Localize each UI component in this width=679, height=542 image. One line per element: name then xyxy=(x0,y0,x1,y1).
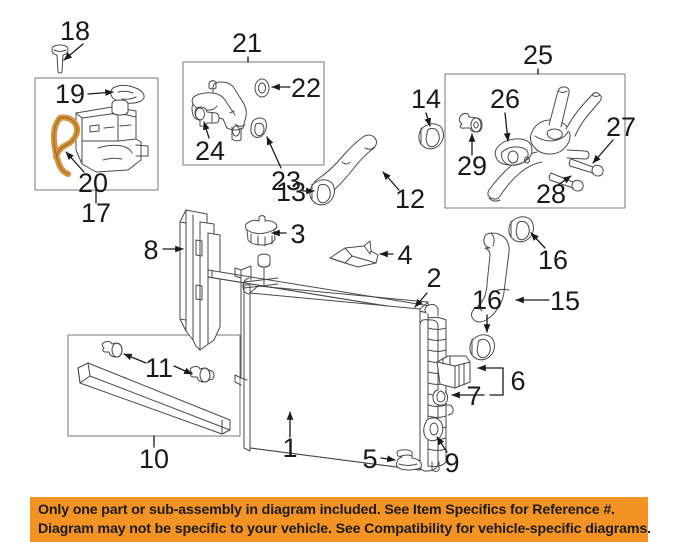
leader-5 xyxy=(380,455,396,463)
callout-26: 26 xyxy=(490,84,520,114)
part-11-retainer-shape-a xyxy=(101,340,123,358)
leader-20 xyxy=(65,151,85,173)
part-17-reservoir-body xyxy=(75,99,149,173)
part-4-bracket-shape xyxy=(329,240,379,268)
callout-9: 9 xyxy=(444,448,459,478)
leader-23 xyxy=(266,136,282,169)
callout-11: 11 xyxy=(145,353,173,383)
callout-8: 8 xyxy=(143,235,158,265)
part-9-grommet-shape xyxy=(423,417,444,442)
leader-16a xyxy=(530,232,546,249)
callout-20: 20 xyxy=(78,168,108,198)
part-7-clip-shape xyxy=(432,389,449,406)
part-25-thermostat-housing-shape xyxy=(458,86,604,202)
leader-18 xyxy=(63,43,84,61)
leader-2 xyxy=(414,292,428,308)
leader-24 xyxy=(203,121,210,139)
part-16-clamp-shape-a xyxy=(508,216,534,243)
part-6-sensor-shape xyxy=(436,355,471,389)
part-3-radiator-cap-shape xyxy=(244,215,278,247)
callout-22: 22 xyxy=(291,73,321,103)
part-16-clamp-shape-b xyxy=(469,334,495,361)
callout-14: 14 xyxy=(411,84,441,114)
part-13-clamp-shape xyxy=(309,179,335,206)
part-20-highlighted-hose xyxy=(50,114,81,177)
callout-23: 23 xyxy=(271,166,301,196)
leader-11 xyxy=(123,353,147,364)
part-21-water-outlet-shape xyxy=(191,78,270,142)
disclaimer-line-2: Diagram may not be specific to your vehi… xyxy=(38,521,651,537)
callout-17: 17 xyxy=(81,198,111,228)
callout-4: 4 xyxy=(397,240,412,270)
leader-9 xyxy=(436,436,448,453)
part-1-radiator-shape xyxy=(234,253,454,472)
callout-24: 24 xyxy=(195,136,225,166)
callout-12: 12 xyxy=(395,184,425,214)
callout-7: 7 xyxy=(466,381,481,411)
leader-28 xyxy=(557,175,572,186)
callout-3: 3 xyxy=(290,219,305,249)
callout-29: 29 xyxy=(457,151,487,181)
leader-11b xyxy=(173,365,193,375)
callout-13: 13 xyxy=(276,177,306,207)
callout-27: 27 xyxy=(606,112,636,142)
callout-10: 10 xyxy=(139,444,169,474)
callout-28: 28 xyxy=(536,179,566,209)
part-10-air-deflector-shape xyxy=(77,362,231,435)
disclaimer-line-1: Only one part or sub-assembly in diagram… xyxy=(38,502,615,518)
leader-6 xyxy=(477,364,504,382)
part-14-clamp-shape xyxy=(418,123,444,150)
part-15-lower-hose-shape xyxy=(471,232,510,323)
callout-labels: 18 19 20 17 21 22 23 24 25 26 27 28 29 1… xyxy=(55,16,636,478)
leader-6b xyxy=(489,380,504,396)
callout-16a: 16 xyxy=(538,245,568,275)
leader-14 xyxy=(424,112,431,127)
leader-19 xyxy=(87,89,114,96)
callout-19: 19 xyxy=(55,79,85,109)
part-11-retainer-shape-b xyxy=(189,365,215,383)
callout-16b: 16 xyxy=(472,285,502,315)
callout-21: 21 xyxy=(232,28,262,58)
part-19-cap-shape xyxy=(110,84,145,104)
part-5-insulator-shape xyxy=(396,449,422,471)
part-8-air-baffle-shape xyxy=(179,209,221,351)
leader-27 xyxy=(592,139,614,164)
callout-25: 25 xyxy=(523,40,553,70)
leader-26 xyxy=(503,112,511,142)
callout-5: 5 xyxy=(362,444,377,474)
callout-1: 1 xyxy=(282,433,297,463)
callout-18: 18 xyxy=(60,16,90,46)
leader-12 xyxy=(382,171,400,191)
disclaimer-banner: Only one part or sub-assembly in diagram… xyxy=(30,497,651,542)
callout-2: 2 xyxy=(426,263,441,293)
callout-6: 6 xyxy=(510,366,525,396)
callout-15: 15 xyxy=(550,286,580,316)
